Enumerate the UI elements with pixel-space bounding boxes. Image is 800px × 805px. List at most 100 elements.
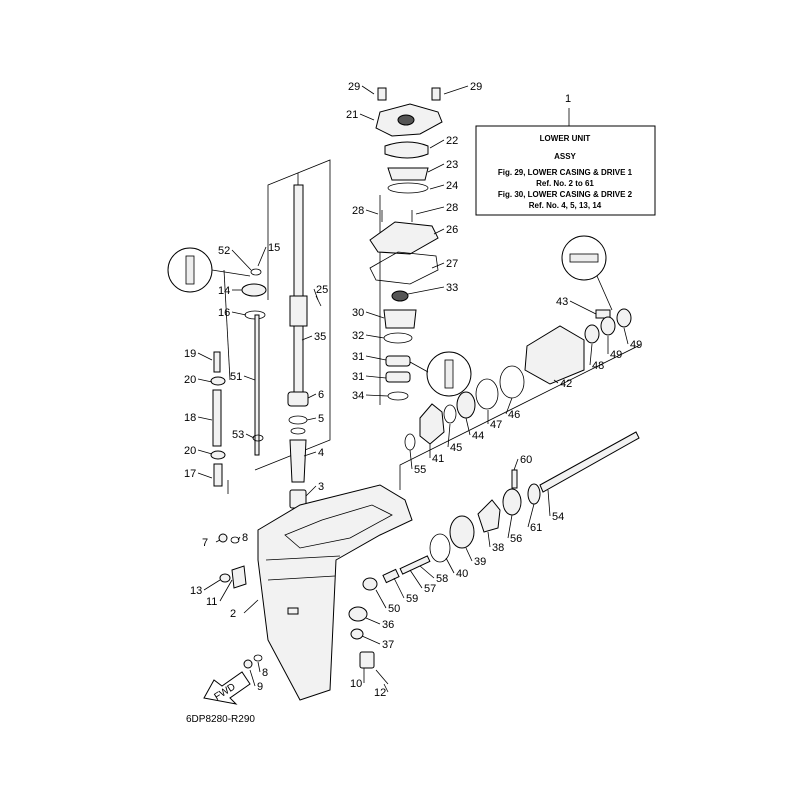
callout-c6: 6: [318, 389, 324, 401]
leader-line-c31a: [365, 355, 387, 361]
stud-19: [213, 351, 221, 373]
leader-line-c28b: [415, 206, 445, 215]
callout-c37: 37: [382, 639, 394, 651]
clip-61: [527, 483, 541, 505]
bolt-13: [219, 573, 231, 583]
leader-line-c36: [365, 617, 381, 625]
callout-c29a: 29: [348, 81, 360, 93]
callout-c45: 45: [450, 442, 462, 454]
spring-58: [399, 555, 431, 575]
shim-40: [429, 533, 451, 563]
callout-c47: 47: [490, 419, 502, 431]
sleeve-4: [289, 439, 307, 483]
callout-c9: 9: [257, 681, 263, 693]
shim-55: [404, 433, 416, 451]
leader-line-c20b: [197, 449, 213, 455]
leader-line-c40: [445, 557, 455, 574]
callout-c1: 1: [565, 93, 571, 105]
detail-circle-right: [561, 235, 613, 311]
callout-c19: 19: [184, 348, 196, 360]
lower-casing-group: [218, 484, 413, 701]
oring-47: [475, 378, 499, 410]
bolt-9: [243, 659, 253, 669]
callout-c25: 25: [316, 284, 328, 296]
leader-line-c56: [507, 514, 513, 539]
callout-c31b: 31: [352, 371, 364, 383]
leader-line-c55: [409, 449, 413, 470]
leader-line-c39: [465, 547, 473, 562]
bearing-39: [449, 515, 475, 549]
seal-49-b: [616, 308, 632, 328]
leader-line-c13: [203, 579, 221, 591]
leader-line-c11: [219, 579, 233, 602]
oring-46: [499, 365, 525, 399]
callout-c24: 24: [446, 180, 458, 192]
callout-c23: 23: [446, 159, 458, 171]
leader-line-c32: [365, 334, 385, 339]
info-line-6: Ref. No. 4, 5, 13, 14: [529, 201, 602, 210]
leader-line-c30: [365, 311, 385, 319]
leader-line-c54: [547, 489, 551, 517]
callout-c16: 16: [218, 307, 230, 319]
leader-line-c34: [365, 394, 389, 397]
propeller-shaft-54: [539, 431, 640, 493]
leader-line-c17: [197, 472, 213, 479]
callout-c14: 14: [218, 285, 230, 297]
clip-53: [252, 434, 264, 442]
callout-c12: 12: [374, 687, 386, 699]
leader-line-c48: [589, 343, 593, 366]
rod-18: [212, 389, 222, 447]
oring-32: [383, 332, 413, 344]
pin-60: [511, 469, 518, 489]
callout-c36: 36: [382, 619, 394, 631]
callout-c49a: 49: [610, 349, 622, 361]
leader-line-c21: [359, 113, 375, 121]
leader-line-c23: [427, 163, 445, 173]
drive-shaft-group: [287, 184, 309, 509]
callout-c10: 10: [350, 678, 362, 690]
callout-c50: 50: [388, 603, 400, 615]
leader-line-c49b: [623, 327, 629, 345]
leader-line-c8a: [237, 536, 241, 541]
callout-c30: 30: [352, 307, 364, 319]
bearing-44: [456, 391, 476, 419]
callout-c34: 34: [352, 390, 364, 402]
lower-casing-2: [257, 484, 413, 701]
leader-line-c45: [447, 423, 451, 448]
leader-line-c8b: [257, 661, 261, 673]
callout-c49b: 49: [630, 339, 642, 351]
bolt-29-left: [377, 87, 387, 101]
shim-45: [443, 404, 457, 424]
leader-line-c7: [215, 539, 221, 543]
callout-c28b: 28: [446, 202, 458, 214]
nut-37: [350, 628, 364, 640]
leader-line-c27: [431, 262, 445, 269]
nut-20-b: [210, 450, 226, 460]
seal-31-a: [385, 355, 411, 367]
leader-line-c51: [243, 375, 256, 381]
callout-c60: 60: [520, 454, 532, 466]
callout-c8a: 8: [242, 532, 248, 544]
leader-line-c18: [197, 416, 213, 421]
callout-c61: 61: [530, 522, 542, 534]
shift-rod-group: [210, 268, 322, 487]
leader-line-c22: [429, 139, 445, 149]
callout-c3: 3: [318, 481, 324, 493]
clip-52: [250, 268, 262, 276]
water-pump-group: [369, 87, 443, 401]
bolt-12: [375, 669, 389, 685]
callout-c56: 56: [510, 533, 522, 545]
leader-line-c35: [301, 335, 313, 341]
leader-line-c57: [409, 569, 423, 589]
reverse-gear-41: [419, 403, 445, 445]
callout-c33: 33: [446, 282, 458, 294]
leader-line-c38: [487, 531, 491, 548]
callout-c42: 42: [560, 378, 572, 390]
leader-line-c29b: [443, 85, 469, 95]
leader-line-c26: [433, 228, 445, 235]
insert-cartridge-22: [384, 141, 429, 159]
leader-line-c4: [303, 451, 317, 457]
gear-shaft-group: [348, 308, 640, 685]
callout-c54: 54: [552, 511, 564, 523]
